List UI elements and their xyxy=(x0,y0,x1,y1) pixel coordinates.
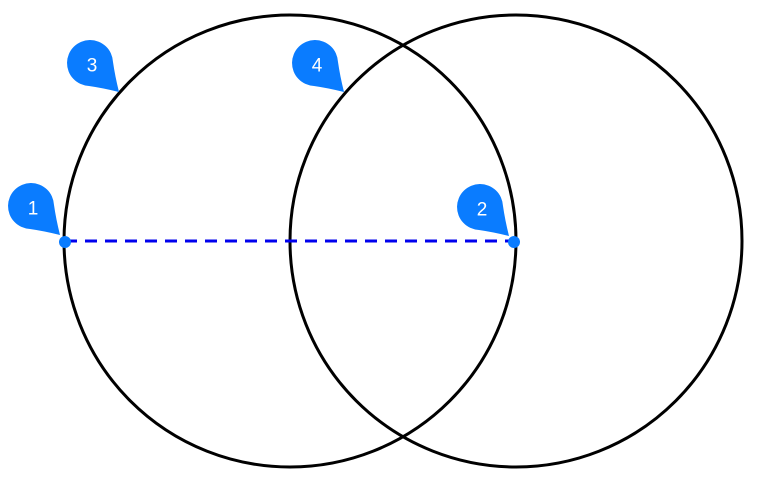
pin-icon xyxy=(457,184,509,236)
pin-icon xyxy=(8,183,60,235)
marker-pin-2[interactable]: 2 xyxy=(457,184,509,236)
pin-icon xyxy=(67,40,119,92)
marker-label: 4 xyxy=(312,56,323,77)
point-2-dot[interactable] xyxy=(508,236,520,248)
marker-label: 3 xyxy=(87,56,98,77)
marker-label: 1 xyxy=(28,199,39,220)
marker-pin-1[interactable]: 1 xyxy=(8,183,60,235)
point-1-dot[interactable] xyxy=(59,236,71,248)
marker-pin-4[interactable]: 4 xyxy=(292,40,344,92)
marker-label: 2 xyxy=(477,200,488,221)
pin-icon xyxy=(292,40,344,92)
marker-pin-3[interactable]: 3 xyxy=(67,40,119,92)
